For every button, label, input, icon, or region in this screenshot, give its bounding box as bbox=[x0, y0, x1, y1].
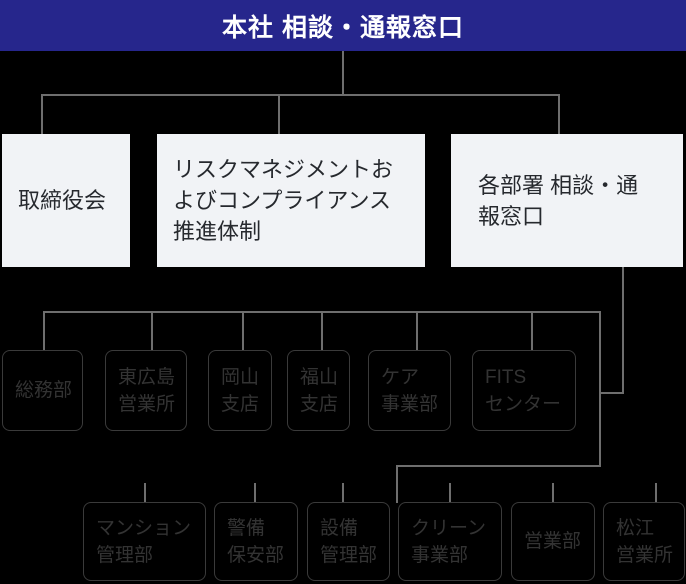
connector-dept-desk-tail-horizontal bbox=[599, 392, 624, 394]
connector-drop-okayama bbox=[242, 311, 244, 351]
node-care-business-division: ケア 事業部 bbox=[368, 350, 451, 431]
node-label: マンション 管理部 bbox=[96, 517, 192, 566]
node-risk-management-compliance: リスクマネジメントお よびコンプライアンス 推進体制 bbox=[157, 134, 425, 267]
connector-drop-matsue bbox=[655, 483, 657, 503]
connector-drop-risk bbox=[278, 94, 280, 134]
node-department-contact-desk: 各部署 相談・通 報窓口 bbox=[451, 134, 683, 267]
connector-drop-higashihiroshima bbox=[151, 311, 153, 351]
node-label: 岡山 支店 bbox=[221, 366, 260, 415]
node-fukuyama-branch: 福山 支店 bbox=[287, 350, 350, 431]
node-label: リスクマネジメントお よびコンプライアンス 推進体制 bbox=[173, 157, 394, 244]
connector-drop-fukuyama bbox=[321, 311, 323, 351]
connector-drop-mansion bbox=[144, 483, 146, 503]
chart-title: 本社 相談・通報窓口 bbox=[222, 13, 464, 42]
connector-right-vertical bbox=[599, 311, 601, 467]
node-label: 営業部 bbox=[524, 531, 582, 552]
node-security-safety-dept: 警備 保安部 bbox=[214, 502, 298, 581]
node-sales-dept: 営業部 bbox=[511, 502, 595, 581]
node-label: 各部署 相談・通 報窓口 bbox=[478, 172, 639, 229]
chart-title-banner: 本社 相談・通報窓口 bbox=[0, 0, 686, 51]
connector-drop-fits bbox=[531, 311, 533, 351]
connector-bracket-horizontal bbox=[396, 465, 601, 467]
connector-bracket-drop bbox=[396, 465, 398, 503]
connector-drop-general-affairs bbox=[43, 311, 45, 351]
node-label: 福山 支店 bbox=[300, 366, 339, 415]
connector-root-vertical bbox=[342, 51, 344, 96]
connector-drop-security bbox=[254, 483, 256, 503]
connector-drop-dept-desk bbox=[558, 94, 560, 134]
node-label: 東広島 営業所 bbox=[118, 366, 176, 415]
node-mansion-management-dept: マンション 管理部 bbox=[83, 502, 206, 581]
node-label: FITS センター bbox=[485, 366, 562, 415]
node-label: クリーン 事業部 bbox=[411, 517, 487, 566]
connector-drop-care bbox=[416, 311, 418, 351]
node-label: 設備 管理部 bbox=[320, 517, 378, 566]
node-general-affairs-dept: 総務部 bbox=[2, 350, 83, 431]
connector-drop-facility bbox=[342, 483, 344, 503]
node-board-of-directors: 取締役会 bbox=[2, 134, 130, 267]
node-matsue-sales-office: 松江 営業所 bbox=[603, 502, 685, 581]
node-fits-center: FITS センター bbox=[472, 350, 576, 431]
connector-drop-board bbox=[41, 94, 43, 134]
node-higashihiroshima-sales-office: 東広島 営業所 bbox=[105, 350, 187, 431]
node-facility-management-dept: 設備 管理部 bbox=[307, 502, 390, 581]
node-label: ケア 事業部 bbox=[381, 366, 439, 415]
connector-drop-clean bbox=[449, 483, 451, 503]
node-label: 警備 保安部 bbox=[227, 517, 285, 566]
connector-dept-desk-tail-vertical bbox=[622, 267, 624, 394]
node-clean-business-division: クリーン 事業部 bbox=[398, 502, 502, 581]
connector-drop-sales bbox=[552, 483, 554, 503]
node-label: 松江 営業所 bbox=[616, 517, 674, 566]
connector-top-horizontal bbox=[41, 94, 560, 96]
node-okayama-branch: 岡山 支店 bbox=[208, 350, 272, 431]
node-label: 総務部 bbox=[15, 380, 73, 401]
node-label: 取締役会 bbox=[18, 188, 107, 213]
